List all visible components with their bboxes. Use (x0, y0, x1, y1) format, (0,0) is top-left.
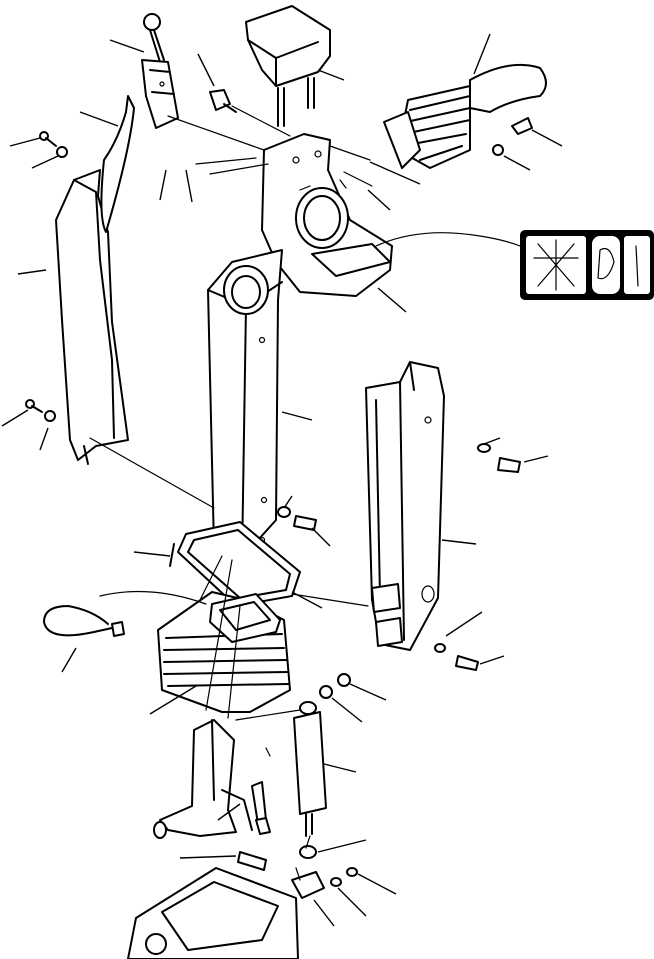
lower-boot (157, 591, 291, 713)
handle-boot (383, 63, 547, 169)
gasket-plate (177, 521, 301, 607)
nut-lower (299, 845, 317, 859)
gas-spring (293, 701, 327, 837)
clevis (291, 867, 358, 899)
knob (209, 89, 237, 113)
screw-right-cover-top (477, 443, 521, 473)
console-top-bracket (261, 133, 393, 297)
pin (169, 543, 175, 567)
cable (375, 232, 521, 247)
switch-cap (245, 5, 331, 127)
control-lever (141, 13, 179, 129)
screw-left-bottom (25, 399, 56, 422)
base-housing (127, 867, 299, 959)
column-tube (207, 249, 283, 561)
instruction-decal (520, 230, 654, 300)
screw-right-cover-bottom (434, 643, 479, 671)
bolt-tube (277, 506, 317, 531)
right-side-cover (365, 361, 445, 651)
clip (237, 851, 267, 871)
left-side-cover (55, 95, 135, 465)
nut-top (319, 673, 351, 699)
pivot-bracket (153, 719, 253, 839)
harness (99, 590, 207, 605)
callout-leaders (1, 33, 563, 927)
screw-left-top (39, 131, 68, 158)
cable-tie (43, 605, 125, 637)
screw-right (492, 117, 533, 156)
linkage-rod (251, 781, 271, 835)
assembly-lines (89, 105, 373, 881)
